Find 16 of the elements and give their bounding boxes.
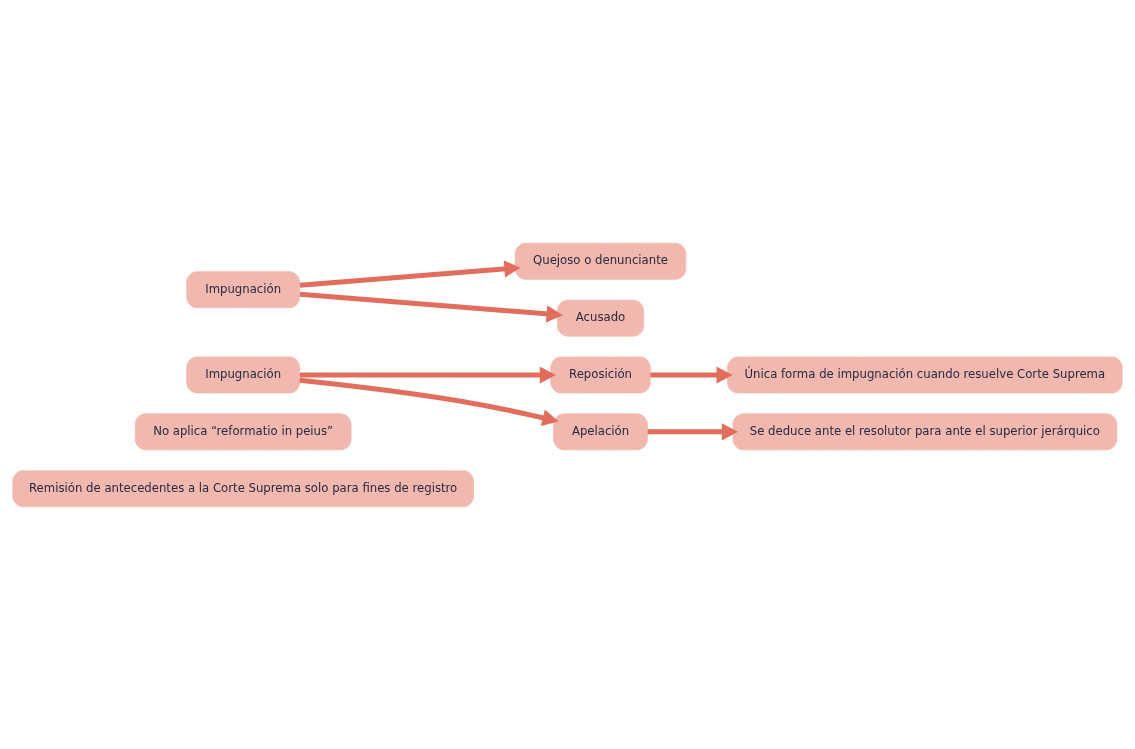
arrow — [299, 377, 559, 426]
arrow — [299, 259, 521, 288]
node-box: Apelación — [553, 412, 648, 450]
node-box: Quejoso o denunciante — [514, 242, 687, 280]
arrow — [650, 365, 733, 384]
node-box: Acusado — [557, 299, 644, 337]
arrow — [647, 422, 739, 440]
node-box: No aplica “reformatio in peius” — [134, 412, 352, 450]
arrow — [299, 291, 563, 322]
node-box: Remisión de antecedentes a la Corte Suprema solo para fines de registro — [12, 469, 474, 507]
node-box: Impugnación — [186, 356, 300, 393]
node-box: Impugnación — [186, 270, 300, 308]
arrow — [299, 365, 556, 384]
node-box: Se deduce ante el resolutor para ante el superior jerárquico — [732, 412, 1118, 450]
node-box: Reposición — [550, 356, 651, 393]
node-box: Única forma de impugnación cuando resuelve Corte Suprema — [727, 356, 1123, 393]
